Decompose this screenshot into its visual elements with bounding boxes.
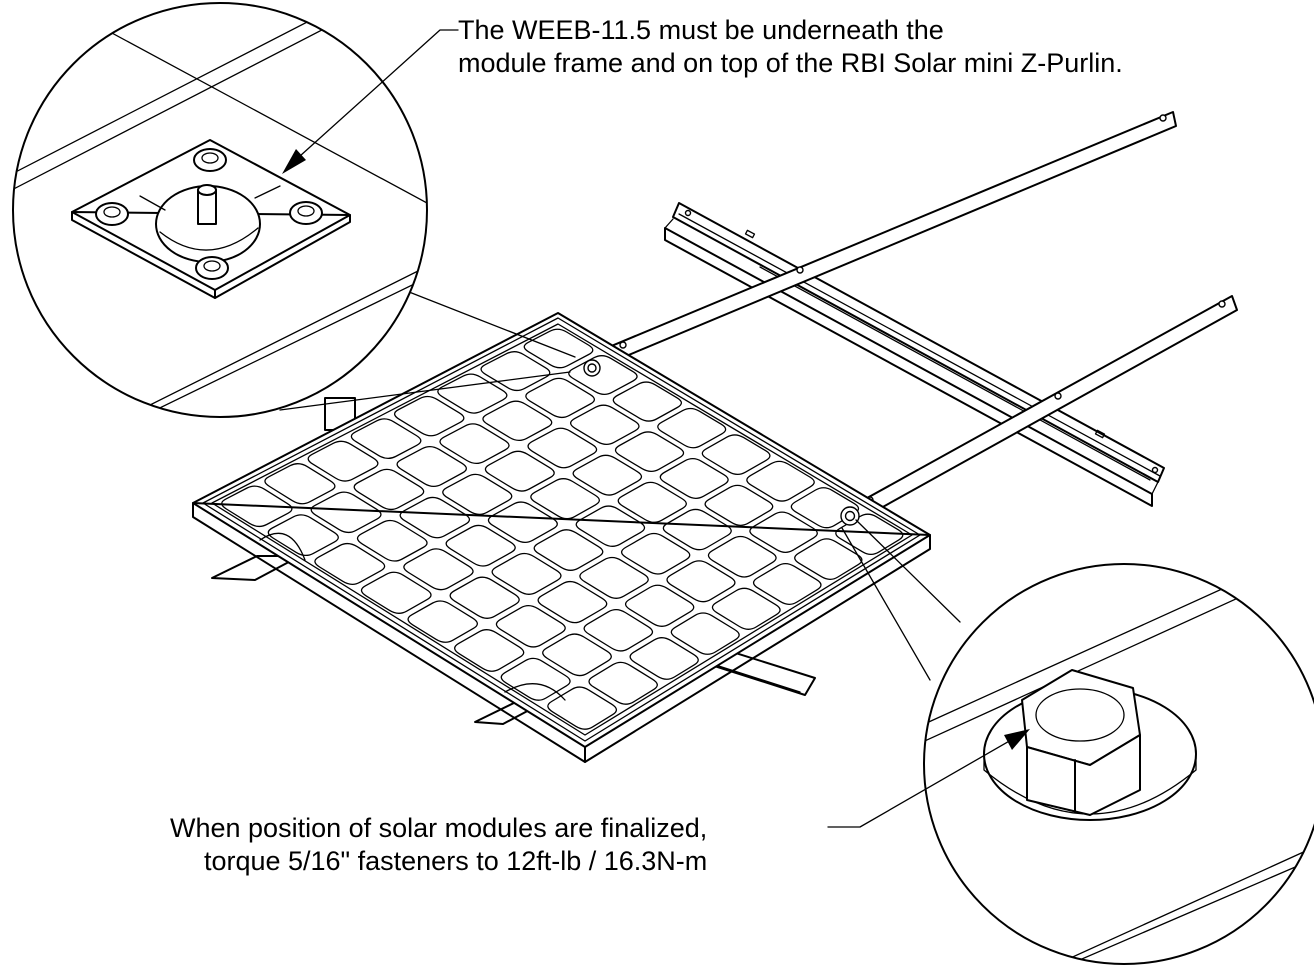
solar-cell [403,548,474,591]
solar-cell [454,629,525,672]
solar-cell [547,686,618,730]
solar-cell [487,501,558,543]
solar-cell [704,484,774,527]
solar-cell [670,612,740,655]
solar-cell [533,529,604,571]
solar-cell [711,587,781,630]
weeb-washer [71,139,351,299]
solar-cell [701,434,771,476]
weeb-tooth-top [193,148,227,172]
solar-cell [579,556,649,599]
torque-note: When position of solar modules are final… [170,812,707,878]
solar-cell-grid [221,328,904,730]
solar-cell [790,487,860,529]
torque-note-leader [827,729,1030,828]
solar-cell [746,460,815,502]
solar-cell [662,508,732,551]
solar-cell [495,605,566,648]
solar-cell [491,552,562,595]
weeb-note-line-1: The WEEB-11.5 must be underneath the [458,15,944,45]
solar-cell [572,454,643,496]
detail-leader-tl-2 [279,371,571,411]
weeb-note-line-2: module frame and on top of the RBI Solar… [458,48,1123,78]
fastener-upper [583,359,601,377]
solar-cell [530,478,600,520]
solar-cell [537,580,608,624]
solar-cell [360,571,432,614]
solar-cell [657,407,727,449]
solar-cell [525,377,596,419]
weeb-placement-note: The WEEB-11.5 must be underneath the mod… [458,14,1123,80]
solar-cell [659,458,729,499]
solar-cell [835,513,904,556]
solar-cell [620,532,691,575]
solar-cell [396,446,467,487]
solar-cell [264,463,336,505]
solar-cell [307,440,379,482]
solar-cell [442,473,513,515]
solar-cell [480,351,551,392]
solar-cell [356,519,428,562]
solar-cell [393,395,465,437]
solar-cell [752,562,822,605]
solar-cell [353,468,425,511]
solar-cell [350,418,422,460]
solar-cell [542,633,612,677]
solar-cell [666,560,736,603]
weeb-tooth-right [289,201,323,225]
solar-cell [568,355,638,396]
weeb-tooth-left [95,202,129,226]
solar-cell [570,404,640,446]
solar-cell [614,431,685,473]
hex-bolt [983,669,1197,821]
torque-note-line-2: torque 5/16" fasteners to 12ft-lb / 16.3… [203,846,708,876]
solar-cell [267,514,339,557]
solar-cell [484,450,555,492]
solar-cell [482,400,553,442]
fastener-lower [840,506,860,526]
solar-cell [439,423,510,465]
solar-cell [399,496,471,539]
torque-note-line-1: When position of solar modules are final… [170,813,708,843]
solar-cell [588,661,658,705]
bolt-detail-circle [923,563,1314,965]
solar-cell [407,600,478,643]
solar-cell [445,524,516,567]
weeb-detail-circle [12,2,428,418]
detail-leader-tl-1 [403,289,576,358]
solar-cell [523,328,594,369]
solar-cell [221,485,293,528]
weeb-note-leader [282,29,459,174]
solar-cell [314,542,386,585]
solar-cell [583,608,654,652]
weeb-tooth-bottom [195,256,229,280]
solar-cell [612,381,683,422]
solar-cell [749,511,818,554]
detail-leader-br-2 [841,527,931,681]
solar-cell [310,491,382,534]
solar-cell [629,637,699,680]
solar-cell [707,535,777,578]
solar-cell [617,481,687,523]
solar-cell [449,576,520,619]
solar-module [192,312,931,763]
detail-leader-br-1 [855,519,961,623]
solar-cell [527,427,598,469]
solar-cell [575,505,646,547]
solar-cell [500,657,571,701]
solar-cell [624,584,695,627]
